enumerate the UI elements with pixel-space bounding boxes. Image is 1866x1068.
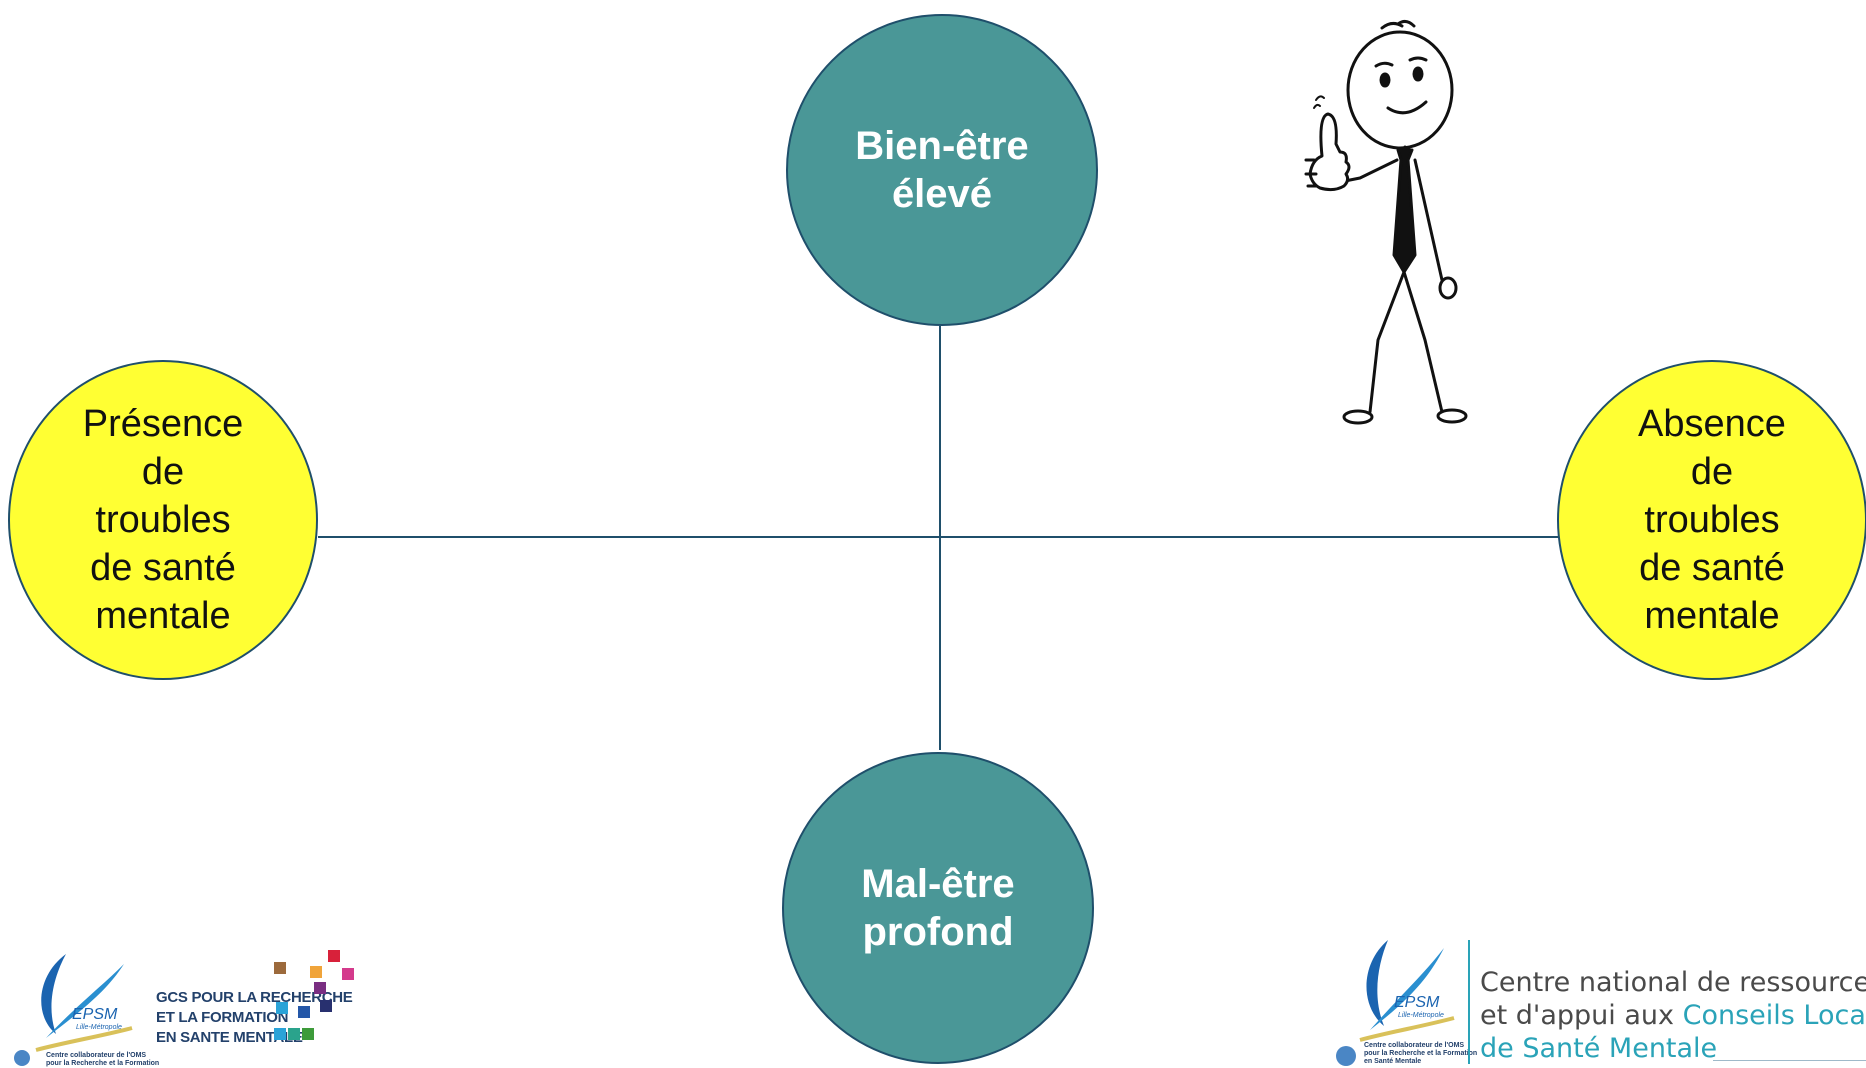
node-absence-disorders-label: Absence de troubles de santé mentale xyxy=(1638,403,1786,637)
node-high-wellbeing: Bien-être élevé xyxy=(786,14,1098,326)
cnr-line2-b: Conseils Locaux xyxy=(1682,1000,1866,1031)
gcs-squares-icon xyxy=(274,950,354,1040)
node-presence-disorders: Présence de troubles de santé mentale xyxy=(8,360,318,680)
cnr-line3: de Santé Mentale xyxy=(1480,1033,1718,1064)
epsm-left-sub: Lille-Métropole xyxy=(76,1024,122,1031)
logo-epsm-gcs: EPSM Lille-Métropole Centre collaborateu… xyxy=(6,946,366,1068)
node-deep-illbeing: Mal-être profond xyxy=(782,752,1094,1064)
thumbs-up-figure-icon xyxy=(1304,19,1468,425)
node-high-wellbeing-label: Bien-être élevé xyxy=(855,124,1029,216)
node-presence-disorders-label: Présence de troubles de santé mentale xyxy=(82,403,244,637)
cnr-line2-a: et d'appui aux xyxy=(1480,1000,1683,1031)
cnr-divider xyxy=(1468,940,1470,1064)
horizontal-axis xyxy=(318,536,1558,538)
cnr-title: Centre national de ressources et d'appui… xyxy=(1480,966,1866,1065)
cnr-line1: Centre national de ressources xyxy=(1480,967,1866,998)
epsm-right-name: EPSM xyxy=(1394,994,1440,1011)
cnr-underline xyxy=(1713,1060,1866,1061)
epsm-right-oms-line1: Centre collaborateur de l'OMS xyxy=(1364,1042,1465,1049)
gcs-line1: GCS POUR LA RECHERCHE xyxy=(156,989,353,1006)
epsm-swoosh-icon-right xyxy=(1336,940,1455,1066)
cnr-line2: et d'appui aux Conseils Locaux xyxy=(1480,999,1866,1032)
logo-epsm-cnr: EPSM Lille-Métropole Centre collaborateu… xyxy=(1330,934,1866,1068)
epsm-right-sub: Lille-Métropole xyxy=(1398,1012,1444,1019)
node-absence-disorders: Absence de troubles de santé mentale xyxy=(1557,360,1866,680)
epsm-left-oms-line2: pour la Recherche et la Formation xyxy=(46,1060,160,1067)
epsm-right-oms-line2: pour la Recherche et la Formation xyxy=(1364,1050,1478,1057)
epsm-swoosh-icon xyxy=(14,954,133,1066)
epsm-left-oms-line1: Centre collaborateur de l'OMS xyxy=(46,1052,147,1059)
node-deep-illbeing-label: Mal-être profond xyxy=(861,862,1015,954)
epsm-left-name: EPSM xyxy=(72,1006,118,1023)
gcs-line3: EN SANTE MENTALE xyxy=(156,1029,303,1046)
gcs-line2: ET LA FORMATION xyxy=(156,1009,289,1026)
vertical-axis xyxy=(939,326,941,750)
epsm-right-oms-line3: en Santé Mentale xyxy=(1364,1058,1422,1065)
